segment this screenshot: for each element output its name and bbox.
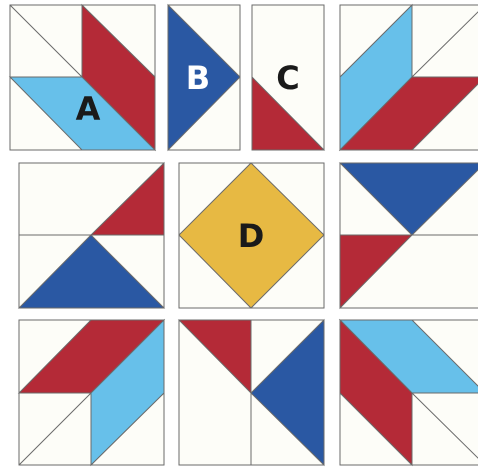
piece-a-square: A	[10, 5, 155, 150]
label-b: B	[186, 59, 210, 97]
block-top-right	[340, 5, 478, 150]
label-c: C	[276, 59, 299, 97]
block-bottom-left	[19, 320, 164, 465]
block-bottom-right	[340, 320, 478, 465]
block-middle-left	[19, 163, 164, 308]
label-a: A	[76, 90, 101, 128]
label-d: D	[238, 217, 265, 255]
block-bottom-center	[179, 320, 324, 465]
block-middle-right	[340, 163, 478, 308]
piece-c-rectangle: C	[252, 5, 324, 150]
piece-d-square: D	[179, 163, 324, 308]
piece-b-rectangle: B	[168, 5, 240, 150]
